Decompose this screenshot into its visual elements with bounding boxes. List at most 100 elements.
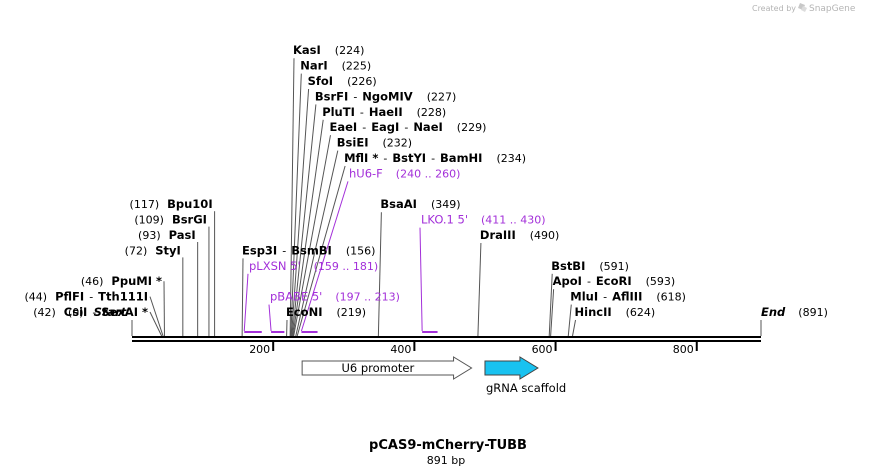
label-separator: -: [587, 275, 591, 288]
site-lines: [131, 58, 762, 337]
end-position: (891): [798, 306, 828, 319]
site-label-group: Esp3I-BsmBI(156): [242, 243, 375, 257]
primer-leader-line: [268, 304, 272, 332]
label-separator: -: [431, 152, 435, 165]
enzyme-label: BsrGI: [172, 213, 207, 227]
primer-range: (197 .. 213): [335, 291, 400, 304]
site-leader-line: [296, 165, 346, 337]
enzyme-label: SfoI: [308, 74, 333, 88]
enzyme-label: HaeII: [369, 105, 403, 119]
end-label-group: (0) Start: [68, 305, 127, 319]
credit-text: Created by: [752, 4, 796, 13]
enzyme-label: NaeI: [413, 120, 442, 134]
site-position: (349): [431, 198, 461, 211]
site-leader-line: [291, 104, 317, 337]
site-label-group: ApoI-EcoRI (593): [553, 274, 676, 288]
site-position: (42): [33, 306, 56, 319]
label-separator: -: [404, 121, 408, 134]
enzyme-label: PasI: [169, 228, 196, 242]
enzyme-label: Bpu10I: [167, 197, 212, 211]
site-label-group: BsaAI (349): [380, 197, 460, 211]
enzyme-label: ApoI: [553, 274, 582, 288]
site-leader-line: [149, 296, 164, 337]
backbone: [132, 336, 761, 342]
site-position: (93): [138, 229, 161, 242]
label-separator: -: [383, 152, 387, 165]
site-label-group: MflI *-BstYI-BamHI(234): [344, 151, 526, 165]
enzyme-label: Esp3I: [242, 243, 277, 257]
snapgene-logo-icon: [798, 3, 807, 12]
snapgene-credit: Created by SnapGene: [752, 3, 856, 14]
site-leader-line: [377, 212, 382, 337]
primer-label: hU6-F: [349, 166, 383, 180]
label-separator: -: [603, 291, 607, 304]
map-subtitle: 891 bp: [427, 454, 465, 467]
site-position: (46): [81, 275, 104, 288]
primer-leader-line: [300, 181, 349, 332]
site-label-group: BsrFI-NgoMIV(227): [315, 89, 456, 103]
ruler-tick-label: 200: [249, 343, 270, 356]
site-position: (224): [335, 44, 365, 57]
primer-leader-line: [243, 273, 249, 332]
site-position: (624): [626, 306, 656, 319]
site-label-group: MluI-AflIII (618): [570, 290, 686, 304]
site-position: (490): [530, 229, 560, 242]
site-label-group: SfoI(226): [308, 74, 377, 88]
site-position: (228): [417, 106, 447, 119]
label-separator: -: [353, 90, 357, 103]
enzyme-label: EcoRI: [596, 274, 632, 288]
enzyme-label: CsiI: [64, 305, 88, 319]
site-position: (72): [125, 244, 148, 257]
label-separator: -: [89, 291, 93, 304]
enzyme-label: MluI: [570, 290, 598, 304]
primer-label: pLXSN 5': [249, 259, 301, 273]
enzyme-label: BsiEI: [337, 136, 369, 150]
enzyme-label: StyI: [155, 243, 181, 257]
label-separator: -: [282, 244, 286, 257]
site-position: (229): [457, 121, 487, 134]
site-leader-line: [291, 88, 310, 337]
end-position: (0): [68, 306, 84, 319]
start-label: Start: [94, 305, 127, 319]
site-label-group: (44)PflFI-Tth111I: [25, 290, 149, 304]
enzyme-label: EagI: [371, 120, 399, 134]
primer: LKO.1 5' (411 .. 430): [419, 213, 546, 333]
site-label-group: HincII (624): [575, 305, 656, 319]
enzyme-label: HincII: [575, 305, 612, 319]
enzyme-label: EcoNI: [286, 305, 322, 319]
gRNA-arrow: [484, 356, 539, 380]
ruler-tick-label: 600: [532, 343, 553, 356]
enzyme-label: DraIII: [480, 228, 516, 242]
enzyme-label: BstYI: [392, 151, 426, 165]
site-position: (109): [134, 214, 164, 227]
enzyme-label: BsaAI: [380, 197, 417, 211]
site-leader-line: [293, 135, 331, 337]
site-position: (618): [656, 291, 686, 304]
enzyme-label: BamHI: [440, 151, 482, 165]
primer-range: (411 .. 430): [481, 214, 546, 227]
site-label-group: DraIII (490): [480, 228, 559, 242]
primer-range: (240 .. 260): [396, 167, 461, 180]
enzyme-label: PluTI: [322, 105, 355, 119]
site-position: (227): [427, 90, 457, 103]
site-leader-line: [292, 119, 324, 337]
enzyme-label: AflIII: [612, 290, 642, 304]
site-position: (225): [342, 60, 372, 73]
site-label-group: (93) PasI: [138, 228, 196, 242]
enzyme-label: BstBI: [551, 259, 585, 273]
primer: pBABE 5'(197 .. 213): [268, 290, 400, 333]
site-label-group: PluTI-HaeII(228): [322, 105, 446, 119]
site-position: (156): [346, 244, 376, 257]
end-label: End: [761, 305, 786, 319]
site-position: (593): [646, 275, 676, 288]
site-label-group: KasI(224): [293, 43, 364, 57]
site-leader-line: [477, 242, 482, 337]
site-position: (591): [599, 260, 629, 273]
end-label-group: End (891): [761, 305, 828, 319]
site-label-group: (117)Bpu10I: [130, 197, 213, 211]
primer-label: LKO.1 5': [421, 213, 468, 227]
site-position: (234): [496, 152, 526, 165]
label-separator: -: [92, 306, 96, 319]
